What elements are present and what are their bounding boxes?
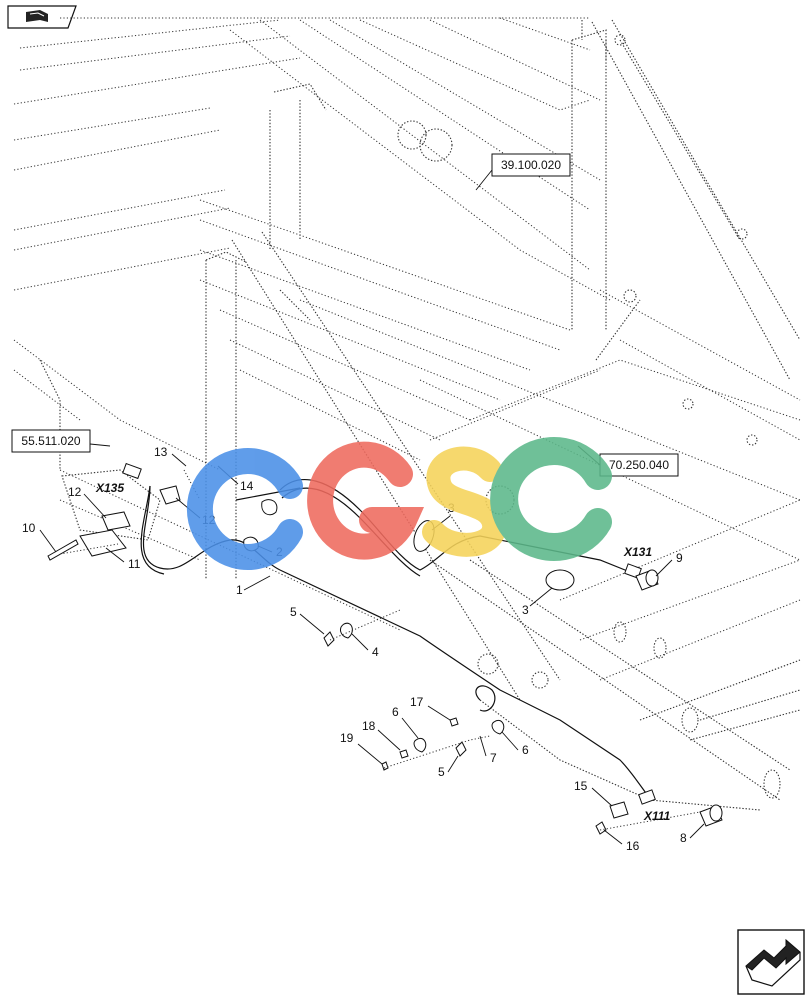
connector-x111[interactable] — [638, 789, 656, 805]
connector-label-x135: X135 — [95, 481, 124, 495]
sensor-part-8[interactable] — [699, 804, 723, 827]
bracket-part-11[interactable] — [79, 529, 127, 557]
bolt-part-5[interactable] — [455, 741, 467, 757]
svg-text:17: 17 — [410, 695, 424, 709]
svg-text:19: 19 — [340, 731, 354, 745]
callouts: 1 2 3 3 4 5 5 6 6 7 8 9 10 11 12 12 13 — [22, 445, 705, 853]
svg-text:12: 12 — [68, 485, 82, 499]
bolt-part-5[interactable] — [323, 631, 335, 647]
svg-text:55.511.020: 55.511.020 — [21, 434, 80, 448]
part-17[interactable] — [449, 717, 459, 727]
part-18[interactable] — [399, 749, 409, 759]
part-19[interactable] — [381, 761, 389, 771]
cable-tie[interactable] — [545, 569, 575, 591]
sensor-part-9[interactable] — [635, 569, 659, 591]
svg-text:39.100.020: 39.100.020 — [501, 158, 561, 172]
svg-text:10: 10 — [22, 521, 36, 535]
svg-text:8: 8 — [680, 831, 687, 845]
connector-x131[interactable] — [624, 563, 642, 579]
svg-text:15: 15 — [574, 779, 588, 793]
svg-text:13: 13 — [154, 445, 168, 459]
connector-x135[interactable] — [122, 462, 142, 480]
svg-text:5: 5 — [290, 605, 297, 619]
reference-box-55-511-020[interactable]: 55.511.020 — [11, 429, 111, 453]
clip-part-14[interactable] — [261, 499, 278, 516]
frame-linework — [13, 17, 801, 811]
svg-text:18: 18 — [362, 719, 376, 733]
svg-text:3: 3 — [522, 603, 529, 617]
svg-text:14: 14 — [240, 479, 254, 493]
connector-label-x131: X131 — [623, 545, 652, 559]
reference-box-39-100-020[interactable]: 39.100.020 — [475, 153, 571, 191]
svg-text:4: 4 — [372, 645, 379, 659]
svg-text:11: 11 — [128, 557, 141, 571]
clip-part-6[interactable] — [413, 738, 427, 753]
svg-text:16: 16 — [626, 839, 640, 853]
svg-text:1: 1 — [236, 583, 243, 597]
book-open-icon[interactable] — [7, 5, 77, 29]
clip-part-6[interactable] — [491, 720, 505, 735]
clip-part-4[interactable] — [340, 622, 353, 639]
bracket-part-12[interactable] — [101, 511, 131, 531]
clip-part-12[interactable] — [159, 485, 181, 505]
bracket-part-15[interactable] — [609, 801, 629, 819]
svg-text:6: 6 — [522, 743, 529, 757]
svg-text:7: 7 — [490, 751, 497, 765]
next-page-arrow-icon[interactable] — [737, 929, 805, 995]
bolt-part-16[interactable] — [595, 821, 607, 835]
svg-text:70.250.040: 70.250.040 — [609, 458, 669, 472]
svg-text:9: 9 — [676, 551, 683, 565]
svg-text:6: 6 — [392, 705, 399, 719]
svg-text:5: 5 — [438, 765, 445, 779]
bolt-part-10[interactable] — [47, 539, 79, 561]
connector-label-x111: X111 — [643, 809, 671, 823]
watermark-cgsc — [186, 437, 612, 570]
